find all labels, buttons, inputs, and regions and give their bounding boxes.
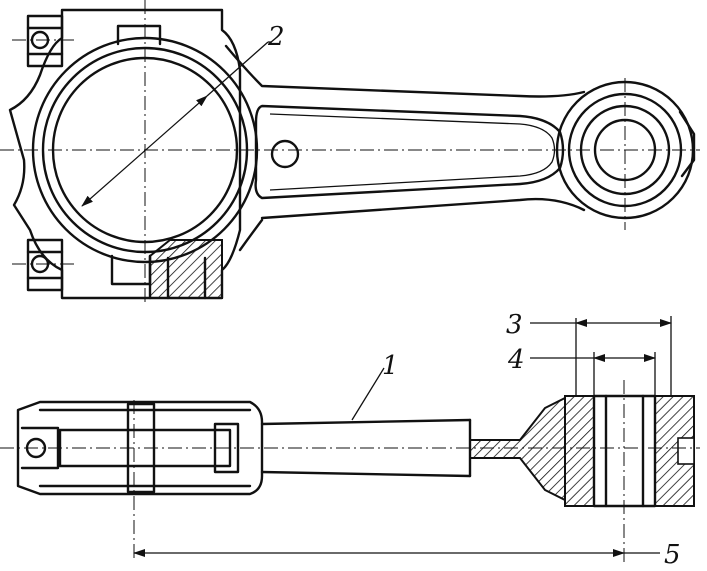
front-view — [0, 0, 700, 305]
side-view — [0, 316, 700, 565]
cap-section-hatch — [149, 239, 223, 299]
taper-hatch — [469, 396, 566, 502]
callout-2: 2 — [267, 22, 285, 52]
oil-hole — [270, 139, 300, 169]
side-shank — [260, 418, 472, 478]
callout-1: 1 — [382, 351, 399, 381]
big-end-outline — [8, 8, 242, 300]
shank-channel — [254, 104, 565, 200]
callout-3: 3 — [506, 310, 523, 340]
side-big-end — [16, 400, 264, 496]
rod-shank-outline — [224, 44, 586, 252]
small-end-section-left — [564, 395, 595, 507]
callout-4: 4 — [507, 345, 525, 375]
callout-5: 5 — [664, 540, 681, 570]
bolt-nut-bottom — [26, 238, 64, 292]
